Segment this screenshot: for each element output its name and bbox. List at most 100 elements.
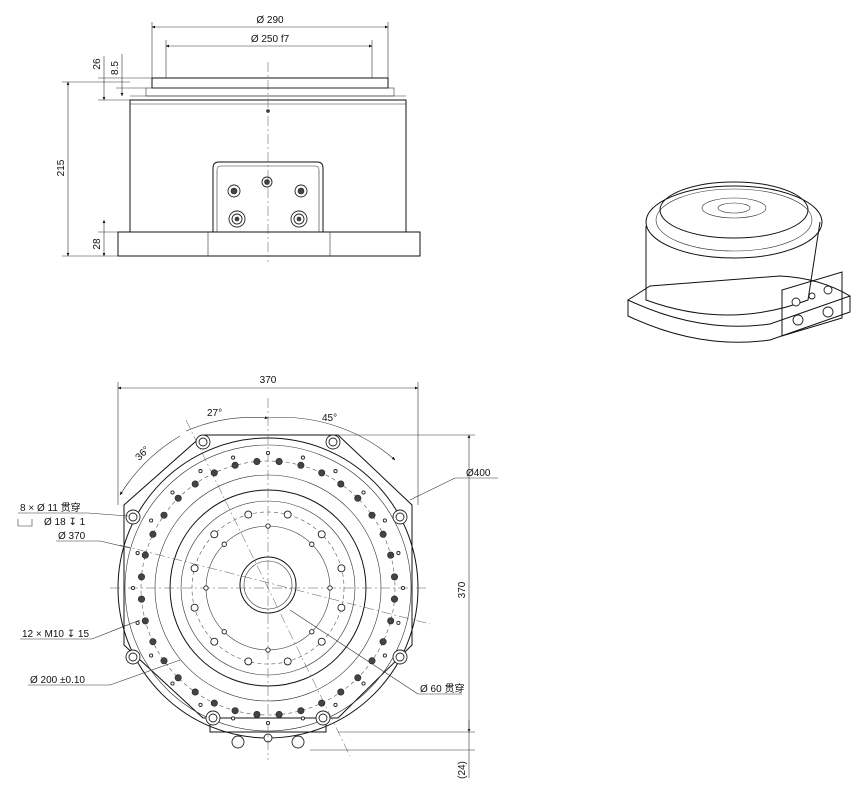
bolt-hole	[231, 461, 239, 469]
bolt-hole	[149, 530, 157, 538]
mounting-hole	[208, 713, 218, 723]
pin-hole	[221, 541, 227, 547]
dim-flange-height: 26	[92, 58, 103, 70]
tapped-hole	[317, 530, 326, 539]
pin-hole	[327, 585, 333, 591]
bolt-hole	[337, 688, 345, 696]
small-hole	[396, 620, 401, 625]
callout-d60: Ø 60 贯穿	[420, 682, 464, 695]
bolt-hole	[141, 551, 149, 559]
bolt-hole	[337, 480, 345, 488]
bolt-hole	[354, 494, 362, 502]
callout-through-holes: 8 × Ø 11 贯穿	[20, 501, 81, 514]
front-view: Ø 290 Ø 250 f7 215 26 8.5 28	[56, 15, 421, 262]
iso-bracket	[781, 271, 843, 337]
top-disc	[151, 77, 389, 89]
bolt-hole	[210, 469, 218, 477]
pin-hole	[309, 541, 315, 547]
tapped-hole	[283, 657, 292, 666]
pin-hole	[265, 523, 271, 529]
mounting-hole	[128, 652, 138, 662]
tapped-hole	[210, 530, 219, 539]
bolt-hole	[297, 461, 305, 469]
mounting-hole	[395, 512, 405, 522]
small-hole	[130, 585, 136, 591]
callout-d370: Ø 370	[58, 531, 86, 542]
small-hole	[231, 455, 236, 460]
bolt-hole	[318, 699, 326, 707]
tapped-hole	[317, 637, 326, 646]
dim-step: 8.5	[110, 61, 121, 75]
tapped-hole	[283, 510, 292, 519]
small-hole	[135, 551, 140, 556]
bolt-hole	[368, 511, 376, 519]
small-hole	[198, 469, 203, 474]
angle-45: 45°	[322, 413, 337, 424]
small-hole	[333, 702, 338, 707]
pin-hole	[203, 585, 209, 591]
bolt-hole	[275, 457, 283, 465]
bolt-hole	[387, 551, 395, 559]
isometric-view	[626, 181, 852, 343]
dim-base-height: 28	[92, 238, 103, 250]
bolt-hole	[174, 674, 182, 682]
small-hole	[170, 681, 175, 686]
mounting-hole	[198, 437, 208, 447]
bolt-hole	[160, 511, 168, 519]
mounting-hole	[395, 652, 405, 662]
angle-36: 36°	[134, 445, 152, 463]
tapped-hole	[244, 510, 253, 519]
bolt-hole	[191, 480, 199, 488]
bolt-hole	[390, 573, 398, 581]
small-hole	[400, 585, 406, 591]
small-hole	[265, 450, 271, 456]
bolt-hole	[138, 595, 146, 603]
callout-tapped: 12 × M10 ↧ 15	[22, 629, 89, 640]
bolt-hole	[174, 494, 182, 502]
mounting-hole	[128, 512, 138, 522]
small-hole	[149, 653, 154, 658]
tapped-hole	[210, 637, 219, 646]
base-plate	[117, 231, 421, 257]
small-hole	[135, 620, 140, 625]
bolt-hole	[138, 573, 146, 581]
bolt-hole	[253, 710, 261, 718]
small-hole	[361, 490, 366, 495]
callout-d200: Ø 200 ±0.10	[30, 675, 85, 686]
dim-height: 370	[457, 581, 468, 598]
iso-top-ring	[645, 185, 823, 259]
bolt-hole	[253, 457, 261, 465]
outer-square	[123, 434, 413, 719]
bolt-hole	[318, 469, 326, 477]
dim-bottom-offset: (24)	[457, 761, 468, 779]
bolt-hole	[275, 710, 283, 718]
pin-hole	[309, 629, 315, 635]
small-hole	[170, 490, 175, 495]
bolt-hole	[379, 638, 387, 646]
dim-total-height: 215	[56, 159, 67, 176]
small-hole	[300, 455, 305, 460]
angle-27: 27°	[207, 408, 222, 419]
bolt-hole	[191, 688, 199, 696]
bolt-hole	[297, 707, 305, 715]
iso-base	[627, 296, 851, 343]
callout-counterbore: Ø 18 ↧ 1	[44, 517, 86, 528]
small-hole	[396, 551, 401, 556]
callout-d400: Ø400	[466, 468, 491, 479]
small-hole	[149, 518, 154, 523]
bolt-hole	[368, 657, 376, 665]
bolt-hole	[354, 674, 362, 682]
small-hole	[382, 518, 387, 523]
tapped-hole	[337, 603, 346, 612]
dim-top-inner: Ø 250 f7	[251, 34, 290, 45]
small-hole	[300, 716, 305, 721]
tapped-hole	[337, 564, 346, 573]
mounting-hole	[328, 437, 338, 447]
small-hole	[265, 720, 271, 726]
pin-hole	[265, 647, 271, 653]
bolt-hole-pattern	[125, 434, 408, 726]
tapped-hole	[190, 603, 199, 612]
small-hole	[361, 681, 366, 686]
bolt-hole	[160, 657, 168, 665]
